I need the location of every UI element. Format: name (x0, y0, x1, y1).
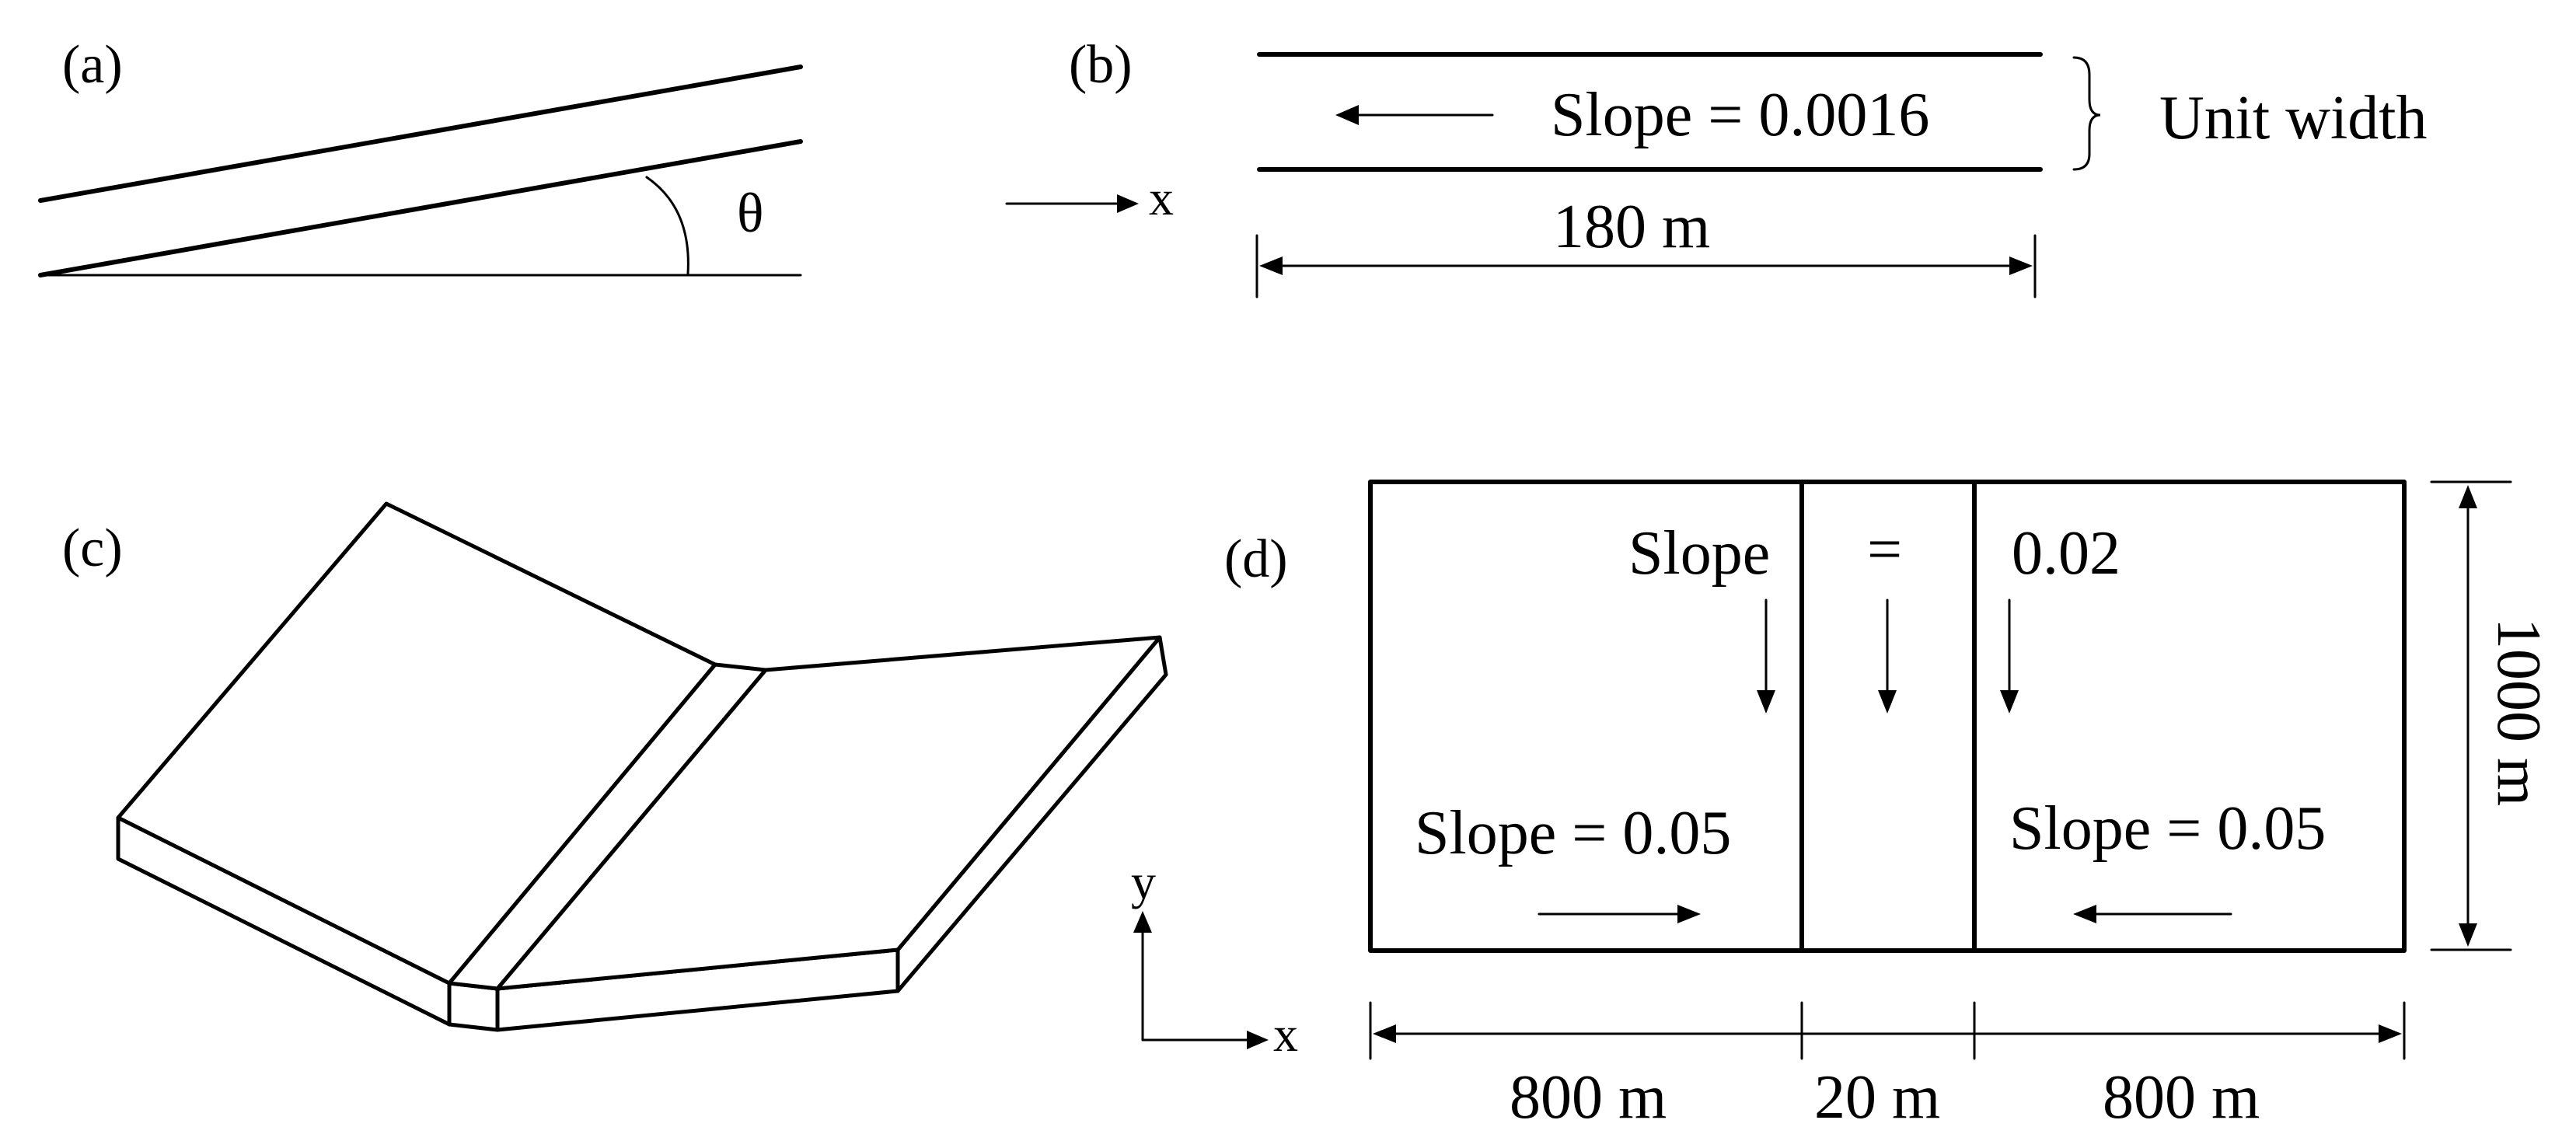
panel-d-label: (d) (1224, 529, 1288, 589)
x-axis-arrowhead (1117, 194, 1139, 213)
height-arrowhead-bottom (2459, 923, 2477, 947)
plane-top-line (38, 65, 803, 203)
top-slope-value: 0.02 (2012, 519, 2120, 588)
plane-bottom-line (38, 139, 803, 277)
top-slope-equals: = (1867, 515, 1902, 584)
down-arrow-right-head (2000, 690, 2019, 714)
panel-c-label: (c) (62, 518, 123, 578)
right-plane-top-face (495, 635, 1162, 991)
down-arrow-left-head (1757, 690, 1775, 714)
panel-b: (b) x Slope = 0.0016 Unit width 180 m (1005, 35, 2427, 298)
dim-arrowhead-left (1373, 1024, 1396, 1043)
dim-mid-label: 20 m (1814, 1063, 1940, 1132)
dim-right-label: 800 m (2103, 1063, 2260, 1132)
dim-left-label: 800 m (1510, 1063, 1667, 1132)
dim-arrowhead-right (2379, 1024, 2402, 1043)
c-y-axis-arrowhead (1133, 911, 1152, 933)
panel-a-label: (a) (62, 35, 123, 95)
left-plane-slope-label: Slope = 0.05 (1415, 799, 1731, 867)
panel-a: (a) θ (38, 35, 803, 277)
channel-front-face (447, 981, 500, 1032)
panel-d: (d) Slope = 0.02 Slope = 0.05 Slope = 0.… (1224, 480, 2553, 1132)
x-axis-label: x (1149, 170, 1174, 225)
right-plane-arrow-head (2073, 905, 2096, 923)
height-label: 1000 m (2484, 618, 2553, 806)
unit-width-label: Unit width (2159, 84, 2427, 152)
angle-arc (645, 176, 689, 275)
down-arrow-mid-head (1878, 690, 1897, 714)
c-x-axis-arrowhead (1247, 1031, 1269, 1049)
length-arrowhead-left (1259, 256, 1283, 275)
flow-arrowhead (1335, 105, 1359, 125)
panel-b-label: (b) (1069, 35, 1133, 95)
c-y-axis-label: y (1131, 854, 1156, 909)
c-x-axis-label: x (1273, 1007, 1298, 1062)
length-label: 180 m (1553, 193, 1710, 261)
right-plane-slope-label: Slope = 0.05 (2009, 794, 2326, 863)
top-slope-word: Slope (1628, 519, 1770, 588)
length-arrowhead-right (2009, 256, 2033, 275)
height-arrowhead-top (2459, 485, 2477, 508)
panel-c: (c) y x (62, 501, 1298, 1062)
left-plane-arrow-head (1677, 905, 1701, 923)
unit-width-brace (2072, 56, 2101, 171)
angle-theta: θ (737, 182, 764, 244)
domain-outline (1368, 480, 2407, 953)
channel-slope-label: Slope = 0.0016 (1551, 81, 1929, 149)
